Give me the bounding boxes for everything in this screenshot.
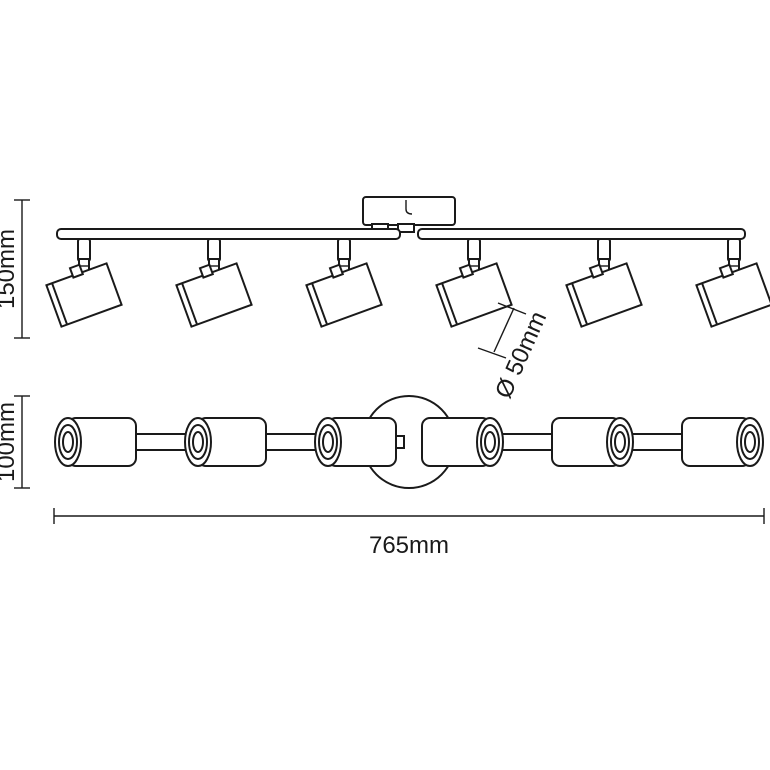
top-spot-2 (184, 417, 267, 467)
right-mounting-bar (417, 228, 746, 240)
ceiling-canopy (362, 196, 456, 226)
top-view (54, 395, 764, 489)
side-spot-3 (302, 238, 383, 328)
side-spot-6 (692, 238, 770, 328)
side-spot-4 (432, 238, 513, 328)
dimension-width: 765mm (53, 508, 765, 559)
dimension-height-side: 150mm (0, 199, 30, 339)
dimension-height-top: 100mm (0, 395, 30, 489)
top-spot-1 (54, 417, 137, 467)
side-view (42, 196, 770, 328)
connecting-rod-left (129, 433, 191, 451)
height-side-label: 150mm (0, 229, 20, 309)
side-spot-5 (562, 238, 643, 328)
width-label: 765mm (369, 532, 449, 559)
side-spot-1 (42, 238, 123, 328)
side-spot-2 (172, 238, 253, 328)
dimension-diameter: Ø 50mm (477, 302, 552, 402)
top-spot-5 (551, 417, 634, 467)
left-mounting-bar (56, 228, 401, 240)
height-top-label: 100mm (0, 402, 20, 482)
top-spot-4 (421, 417, 504, 467)
top-spot-3 (314, 417, 397, 467)
top-spot-6 (681, 417, 764, 467)
